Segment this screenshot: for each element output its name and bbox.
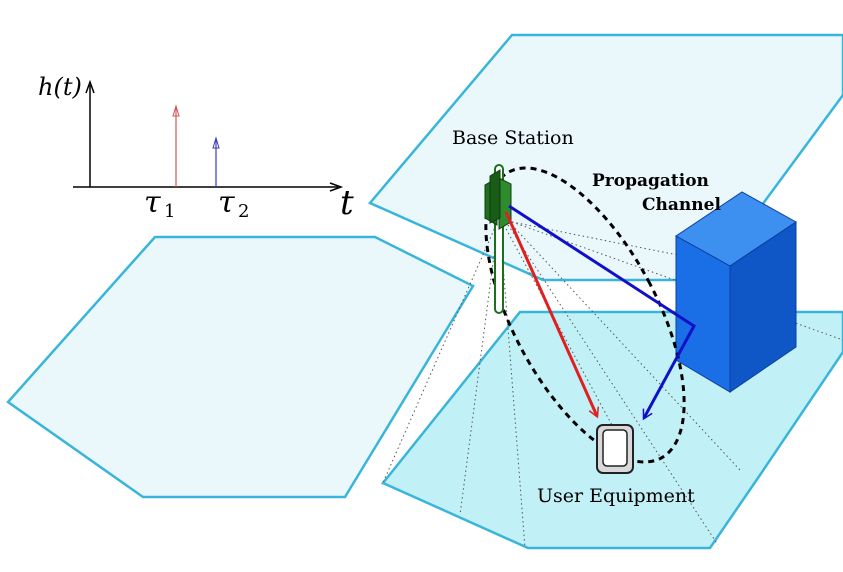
propagation-label-line1: Propagation: [592, 171, 709, 191]
building: [675, 191, 797, 393]
propagation-ellipse: [484, 166, 686, 464]
x-axis-label: t: [340, 183, 354, 223]
svg-text:τ: τ: [218, 185, 235, 220]
tau2-label: τ 2: [218, 185, 249, 222]
impulse-response-plot: h(t) t τ 1 τ 2: [38, 73, 354, 223]
svg-text:τ: τ: [144, 185, 161, 220]
los-path: [504, 211, 600, 419]
user-equipment-label: User Equipment: [537, 485, 695, 507]
svg-text:1: 1: [164, 201, 175, 222]
cell-left: [6, 235, 475, 499]
reflected-path: [508, 204, 696, 421]
base-station-label: Base Station: [452, 127, 574, 149]
propagation-label-line2: Channel: [642, 195, 721, 215]
y-axis-label: h(t): [38, 73, 82, 101]
user-equipment: [596, 424, 634, 474]
base-station: [484, 164, 512, 314]
svg-text:2: 2: [238, 201, 249, 222]
tau1-label: τ 1: [144, 185, 175, 222]
